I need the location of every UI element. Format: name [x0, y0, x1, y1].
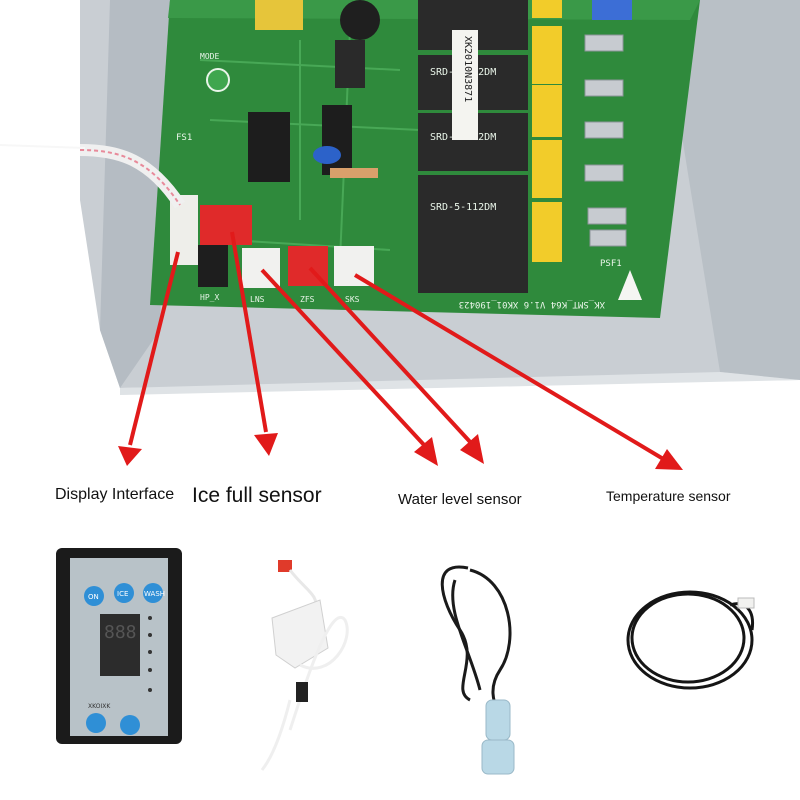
svg-text:888: 888 [104, 622, 137, 643]
display-interface-label: Display Interface [55, 486, 175, 503]
svg-text:FS1: FS1 [176, 133, 192, 143]
display-panel: ON ICE WASH 888 XKOIXK [56, 548, 182, 744]
svg-text:WASH: WASH [144, 590, 165, 598]
model-label: XK2010N3871 [462, 36, 473, 102]
svg-text:PSF1: PSF1 [600, 259, 622, 269]
svg-text:HP_X: HP_X [200, 293, 219, 302]
board-silkscreen: XK_SMT_K64 V1.6 XK01_190423 [459, 299, 605, 309]
svg-text:LNS: LNS [250, 295, 265, 304]
ic-chip [248, 112, 290, 182]
display-button [86, 713, 106, 733]
svg-text:ZFS: ZFS [300, 295, 315, 304]
ribbon-cable [79, 144, 185, 209]
water-level-sensor-label: Water level sensor [398, 491, 522, 508]
svg-text:SKS: SKS [345, 295, 360, 304]
pointer-arrows [118, 231, 683, 470]
display-button [120, 715, 140, 735]
svg-text:XKOIXK: XKOIXK [88, 703, 111, 710]
standoff [618, 270, 642, 300]
fuse [592, 0, 632, 20]
svg-text:ICE: ICE [117, 590, 128, 598]
water-level-sensor [440, 565, 515, 775]
svg-text:ON: ON [88, 593, 99, 601]
ice-full-sensor [260, 560, 349, 771]
header-pins [335, 40, 365, 88]
temperature-sensor [626, 590, 755, 690]
display-button [143, 583, 163, 603]
temperature-sensor-label: Temperature sensor [606, 488, 731, 504]
ice-full-sensor-label: Ice full sensor [192, 484, 322, 507]
seven-segment-display [100, 614, 140, 676]
ceramic-capacitor [313, 146, 341, 164]
svg-text:MODE: MODE [200, 52, 219, 61]
spade-terminals [584, 34, 627, 247]
ic-chip [322, 105, 352, 175]
capacitor [340, 0, 380, 40]
display-button [114, 583, 134, 603]
transformer [255, 0, 303, 30]
terminal-blocks [532, 0, 562, 262]
svg-text:SRD-5-112DM: SRD-5-112DM [430, 202, 496, 213]
pcb-board: SRD-5-112DM SRD-5-112DM SRD-5-112DM XK20… [0, 0, 700, 318]
display-button [84, 586, 104, 606]
